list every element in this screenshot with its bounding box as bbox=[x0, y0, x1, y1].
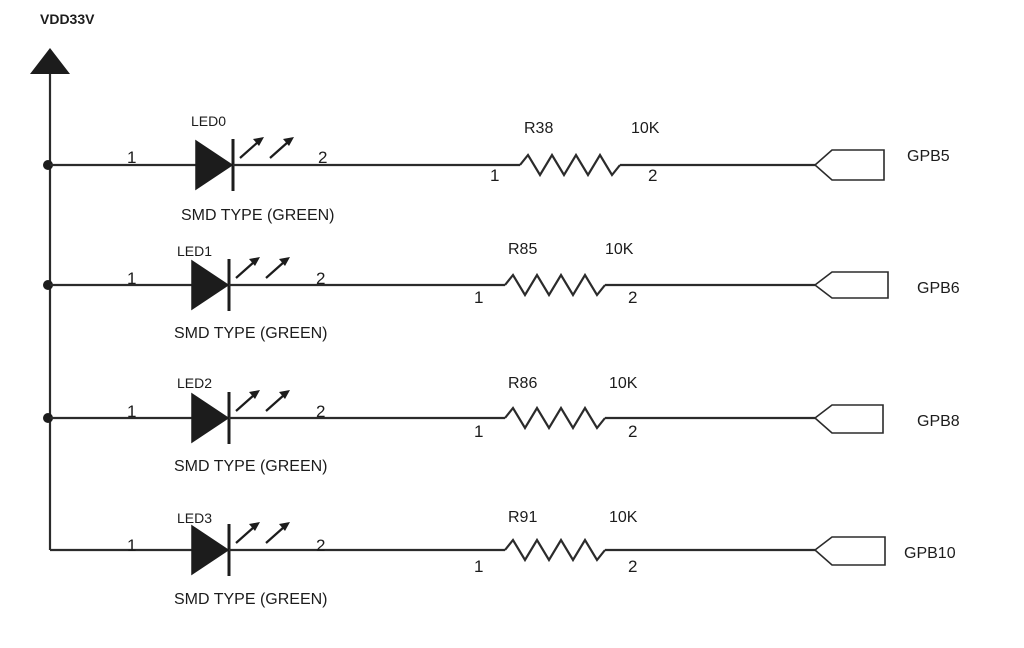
light-emission-arrows-icon bbox=[239, 137, 294, 159]
resistor-pin1-label: 1 bbox=[474, 288, 483, 307]
resistor-pin2-label: 2 bbox=[628, 557, 637, 576]
resistor-ref-label: R86 bbox=[508, 375, 537, 392]
resistor-ref-label: R85 bbox=[508, 241, 537, 258]
light-emission-arrows-icon bbox=[235, 257, 290, 279]
led-pin2-label: 2 bbox=[316, 269, 325, 288]
led-type-label: SMD TYPE (GREEN) bbox=[174, 458, 328, 475]
net-port-icon bbox=[813, 271, 889, 299]
power-label: VDD33V bbox=[40, 11, 95, 27]
resistor-ref-label: R91 bbox=[508, 509, 537, 526]
resistor-pin2-label: 2 bbox=[628, 288, 637, 307]
led-diode-icon bbox=[191, 524, 230, 576]
net-label: GPB5 bbox=[907, 148, 950, 165]
resistor-pin1-label: 1 bbox=[490, 166, 499, 185]
resistor-value-label: 10K bbox=[609, 509, 638, 526]
led-ref-label: LED2 bbox=[177, 375, 212, 391]
led-channel-1: 1 2 LED1 SMD TYPE (GREEN) R85 10K 1 2 GP… bbox=[43, 241, 960, 342]
led-pin2-label: 2 bbox=[318, 148, 327, 167]
resistor-zigzag-icon bbox=[504, 272, 606, 298]
led-diode-icon bbox=[191, 392, 230, 444]
net-label: GPB8 bbox=[917, 413, 960, 430]
led-ref-label: LED3 bbox=[177, 510, 212, 526]
net-label: GPB6 bbox=[917, 280, 960, 297]
led-type-label: SMD TYPE (GREEN) bbox=[174, 591, 328, 608]
led-pin1-label: 1 bbox=[127, 269, 136, 288]
led-type-label: SMD TYPE (GREEN) bbox=[174, 325, 328, 342]
led-ref-label: LED0 bbox=[191, 113, 226, 129]
resistor-pin1-label: 1 bbox=[474, 557, 483, 576]
light-emission-arrows-icon bbox=[235, 390, 290, 412]
net-port-icon bbox=[813, 404, 884, 434]
resistor-zigzag-icon bbox=[504, 405, 606, 431]
led-diode-icon bbox=[191, 259, 230, 311]
net-port-icon bbox=[813, 149, 885, 181]
led-pin1-label: 1 bbox=[127, 402, 136, 421]
resistor-value-label: 10K bbox=[609, 375, 638, 392]
resistor-ref-label: R38 bbox=[524, 120, 553, 137]
resistor-zigzag-icon bbox=[519, 152, 621, 178]
net-port-icon bbox=[813, 536, 886, 566]
resistor-zigzag-icon bbox=[504, 537, 606, 563]
led-pin1-label: 1 bbox=[127, 148, 136, 167]
led-channel-3: 1 2 LED3 SMD TYPE (GREEN) R91 10K 1 2 GP… bbox=[50, 509, 956, 608]
power-rail: VDD33V bbox=[30, 11, 95, 550]
power-arrow-icon bbox=[30, 48, 70, 74]
junction-dot bbox=[43, 280, 53, 290]
net-label: GPB10 bbox=[904, 545, 956, 562]
resistor-value-label: 10K bbox=[631, 120, 660, 137]
light-emission-arrows-icon bbox=[235, 522, 290, 544]
led-channel-0: 1 2 LED0 SMD TYPE (GREEN) R38 10K 1 2 GP… bbox=[43, 113, 950, 224]
resistor-pin2-label: 2 bbox=[648, 166, 657, 185]
resistor-pin2-label: 2 bbox=[628, 422, 637, 441]
led-type-label: SMD TYPE (GREEN) bbox=[181, 207, 335, 224]
led-pin1-label: 1 bbox=[127, 536, 136, 555]
led-channel-2: 1 2 LED2 SMD TYPE (GREEN) R86 10K 1 2 GP… bbox=[43, 375, 960, 475]
led-ref-label: LED1 bbox=[177, 243, 212, 259]
led-diode-icon bbox=[195, 139, 234, 191]
junction-dot bbox=[43, 413, 53, 423]
junction-dot bbox=[43, 160, 53, 170]
led-pin2-label: 2 bbox=[316, 536, 325, 555]
resistor-pin1-label: 1 bbox=[474, 422, 483, 441]
resistor-value-label: 10K bbox=[605, 241, 634, 258]
led-pin2-label: 2 bbox=[316, 402, 325, 421]
